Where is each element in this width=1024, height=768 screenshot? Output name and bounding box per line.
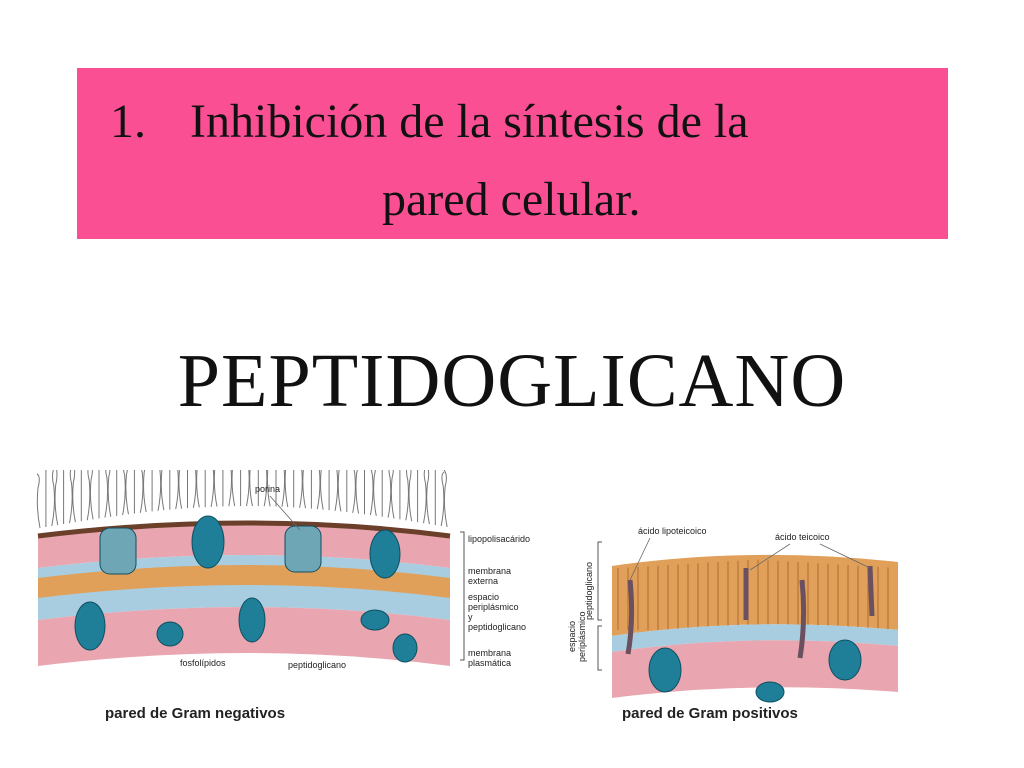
label-membrana-plasmatica-2: plasmática [468,658,511,668]
label-fosfolipidos: fosfolípidos [180,658,226,668]
gram-positive-plasma-membrane [612,640,898,698]
outer-membrane [38,523,450,568]
label-espacio-4: peptidoglicano [468,622,526,632]
title-text-1: Inhibición de la síntesis de la [190,95,749,148]
label-peptidoglicano-gp: peptidoglicano [584,562,594,620]
title-text-2: pared celular. [382,173,641,226]
label-acido-lipoteicoico: ácido lipoteicoico [638,526,707,536]
label-porina: porina [255,484,280,494]
label-espacio-gp-2: periplásmico [577,611,587,662]
gram-positive-periplasm [612,624,898,652]
peptidoglycan-thick-layer [612,554,898,636]
slide-subtitle: PEPTIDOGLICANO [177,339,847,423]
label-membrana-plasmatica-1: membrana [468,648,511,658]
label-acido-teicoico: ácido teicoico [775,532,830,542]
label-peptidoglicano: peptidoglicano [288,660,346,670]
caption-gram-positive: pared de Gram positivos [622,705,798,722]
label-espacio-2: periplásmico [468,602,519,612]
label-espacio-1: espacio [468,592,499,602]
gram-negative-diagram: porina lipopolisacárido membrana externa… [36,470,530,722]
list-number: 1. [110,95,146,148]
label-espacio-gp-1: espacio [567,621,577,652]
label-lipopolisacarido: lipopolisacárido [468,534,530,544]
gram-positive-diagram: peptidoglicano espacio periplásmico ácid… [567,526,898,722]
label-espacio-3: y [468,612,473,622]
teichoic-acids [625,565,875,659]
label-membrana-externa-1: membrana [468,566,511,576]
peptidoglycan-layer [38,565,450,598]
caption-gram-negative: pared de Gram negativos [105,705,285,722]
membrane-proteins [74,515,418,663]
title-banner [77,68,948,239]
gram-positive-proteins [648,639,862,703]
cell-wall-figure: porina lipopolisacárido membrana externa… [36,470,898,722]
lipopolysaccharide-chains [36,470,448,529]
label-membrana-externa-2: externa [468,576,498,586]
